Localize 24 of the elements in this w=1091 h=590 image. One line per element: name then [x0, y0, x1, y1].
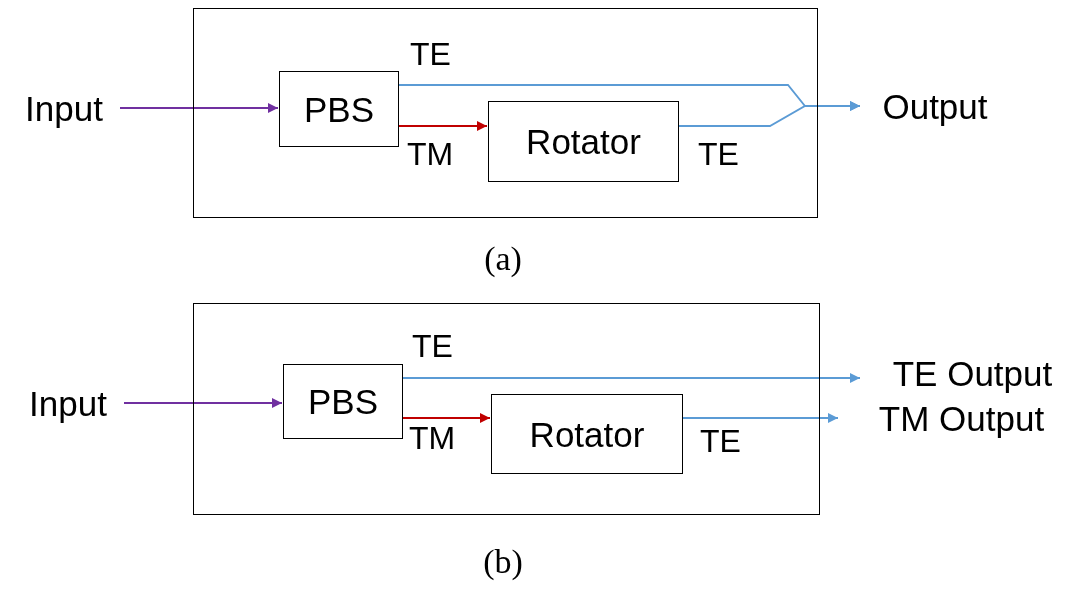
port-label: Output: [882, 88, 988, 124]
arrow: [119, 103, 279, 113]
arrow: [401, 413, 491, 423]
panel-caption: (b): [483, 545, 523, 579]
port-label: TE Output: [892, 355, 1053, 391]
component-box: [488, 101, 679, 182]
component-label: Rotator: [529, 416, 645, 452]
port-label: Input: [29, 385, 107, 421]
component-label: PBS: [303, 91, 374, 127]
arrow: [677, 101, 861, 127]
outer-frame: [193, 303, 820, 515]
component-label: PBS: [307, 384, 378, 419]
panel-caption: (a): [484, 242, 522, 276]
arrow: [397, 121, 488, 131]
port-label: TM Output: [878, 400, 1045, 436]
outer-frame: [193, 8, 818, 218]
port-label: Input: [25, 90, 103, 126]
component-box: [491, 394, 683, 474]
arrow: [681, 413, 839, 423]
arrow: [123, 398, 283, 408]
component-box: [283, 364, 403, 439]
arrow: [401, 373, 861, 383]
component-box: [279, 71, 399, 147]
component-label: Rotator: [526, 124, 641, 159]
